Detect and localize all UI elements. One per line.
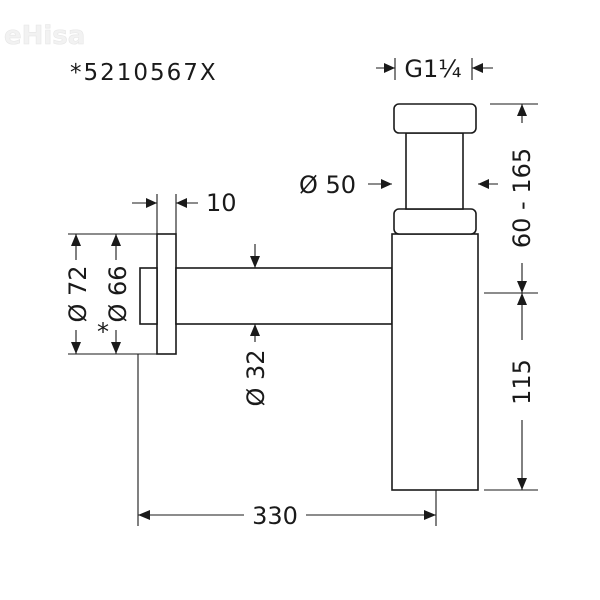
arrow-icon — [111, 342, 121, 354]
wall-connector — [139, 267, 158, 325]
arrow-icon — [176, 198, 187, 208]
dim-total-length: 330 — [137, 354, 437, 530]
arrow-icon — [478, 179, 489, 189]
arrow-icon — [250, 324, 260, 336]
dim-rosette-inner-note: * — [97, 318, 109, 346]
arrow-icon — [517, 478, 527, 490]
watermark-logo: eHisa — [4, 21, 85, 51]
dim-body-diameter-label: Ø 50 — [299, 171, 356, 199]
dim-total-length-label: 330 — [252, 502, 298, 530]
dim-rosette-thickness: 10 — [132, 189, 237, 234]
arrow-icon — [71, 342, 81, 354]
arrow-icon — [384, 63, 395, 73]
dim-thread: G1¼ — [376, 55, 493, 83]
dim-body-height-label: 115 — [508, 359, 536, 405]
siphon-parts — [139, 103, 479, 491]
dim-rosette-thickness-label: 10 — [206, 189, 237, 217]
dim-thread-label: G1¼ — [404, 55, 461, 83]
arrow-icon — [138, 510, 150, 520]
dim-body-height: 115 — [484, 293, 538, 491]
arrow-icon — [517, 281, 527, 293]
arrow-icon — [424, 510, 436, 520]
arrow-icon — [250, 256, 260, 268]
drain-pipe — [175, 267, 393, 325]
top-cap-nut — [393, 103, 477, 134]
dim-rosette-inner-label: Ø 66 — [104, 265, 132, 322]
dim-pipe-diameter-label: Ø 32 — [242, 349, 270, 406]
arrow-icon — [111, 234, 121, 246]
dim-height-adjust: 60 - 165 — [484, 103, 538, 294]
arrow-icon — [71, 234, 81, 246]
siphon-collar — [393, 208, 477, 235]
arrow-icon — [517, 104, 527, 116]
wall-rosette — [156, 233, 177, 355]
dim-rosette-diameters: Ø 72 Ø 66 * — [64, 233, 157, 355]
dim-rosette-outer-label: Ø 72 — [64, 265, 92, 322]
arrow-icon — [381, 179, 392, 189]
arrow-icon — [146, 198, 157, 208]
dim-body-diameter: Ø 50 — [299, 171, 498, 199]
product-code: *5210567X — [70, 60, 218, 86]
arrow-icon — [472, 63, 483, 73]
dim-height-adjust-label: 60 - 165 — [508, 148, 536, 248]
dim-pipe-diameter: Ø 32 — [242, 244, 270, 407]
siphon-body — [391, 233, 479, 491]
arrow-icon — [517, 293, 527, 305]
inlet-tube — [405, 132, 464, 210]
